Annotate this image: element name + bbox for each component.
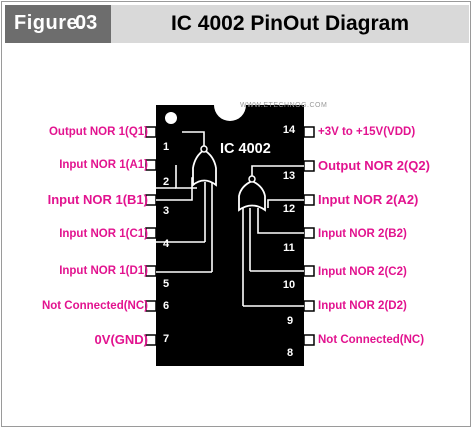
pin-number-10: 10 [282,279,296,291]
pin-14-terminal [303,126,315,138]
pin-number-2: 2 [162,176,170,188]
pin-6-label: Not Connected(NC) [41,300,148,312]
pin-7-label: 0V(GND) [94,332,148,347]
pin-2-label: Input NOR 1(A1) [59,159,148,171]
pin-number-13: 13 [282,170,296,182]
figure-badge: Figure. 03 [5,5,111,43]
pin-4-label: Input NOR 1(C1) [59,228,148,240]
diagram-title: IC 4002 PinOut Diagram [170,12,410,35]
nor-gate-2 [238,180,266,212]
nor-gate-1-bubble [200,145,208,153]
figure-number: 03 [75,12,98,34]
pin-10-label: Input NOR 2(C2) [318,266,407,278]
pin-3-label: Input NOR 1(B1) [47,192,148,207]
pin-number-12: 12 [282,203,296,215]
pin-number-14: 14 [282,124,296,136]
pin-number-3: 3 [162,205,170,217]
pin-12-label: Input NOR 2(A2) [318,192,419,207]
pin-number-8: 8 [286,347,294,359]
pin-10-terminal [303,265,315,277]
gate2-wiring [242,165,304,307]
watermark: WWW.ETECHNOG.COM [240,102,328,109]
pin-1-label: Output NOR 1(Q1) [48,126,148,138]
pin-number-9: 9 [286,315,294,327]
pin-11-label: Input NOR 2(B2) [318,228,407,240]
pin-5-label: Input NOR 1(D1) [59,265,148,277]
pin-number-4: 4 [162,238,170,250]
nor-gate-1 [192,148,217,187]
pin-8-label: Not Connected(NC) [318,334,425,346]
pin-13-label: Output NOR 2(Q2) [318,158,430,173]
pin-9-label: Input NOR 2(D2) [318,300,407,312]
right-pins [303,126,315,346]
pin1-indicator-dot [165,112,177,124]
nor-gate-2-bubble [248,175,256,183]
pin-number-1: 1 [162,141,170,153]
figure-label: Figure. [14,12,85,34]
pin-number-7: 7 [162,333,170,345]
pin-11-terminal [303,227,315,239]
pin-12-terminal [303,194,315,206]
pin-9-terminal [303,300,315,312]
pin-8-terminal [303,334,315,346]
pin-number-6: 6 [162,300,170,312]
pin-number-5: 5 [162,278,170,290]
pin-number-11: 11 [283,242,295,254]
pin-13-terminal [303,160,315,172]
chip-name: IC 4002 [220,141,271,157]
pin-14-label: +3V to +15V(VDD) [318,126,416,138]
